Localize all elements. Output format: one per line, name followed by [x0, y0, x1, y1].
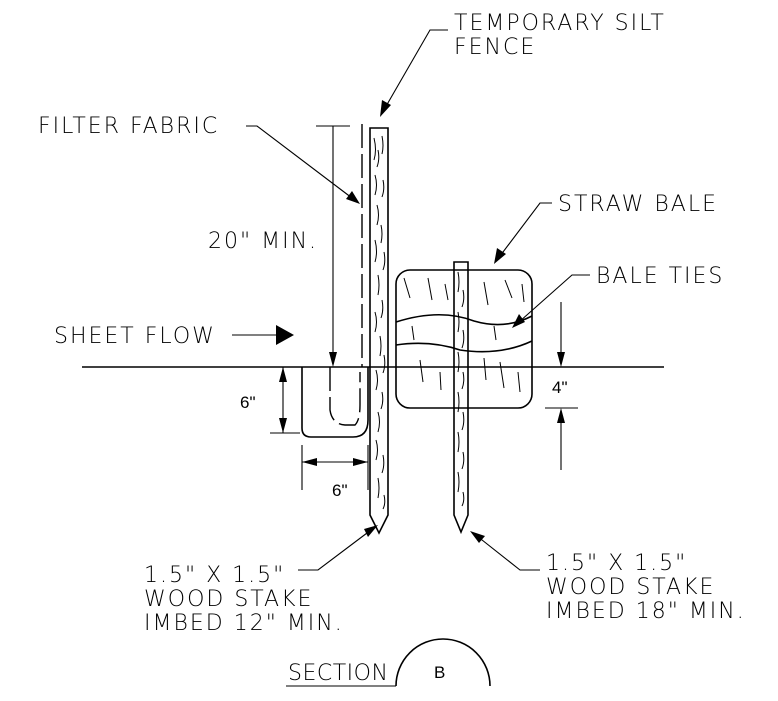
silt-fence-leader — [384, 29, 448, 109]
embed-arrow-down — [557, 352, 565, 367]
label-straw-bale: STRAW BALE — [558, 192, 718, 217]
straw-bale-leader-arrow — [494, 248, 506, 264]
straw-texture — [403, 277, 525, 393]
filter-fabric-leader-arrow — [346, 191, 360, 204]
label-trench-depth: 6" — [240, 393, 256, 412]
stake-right-leader-arrow — [470, 531, 485, 543]
label-silt-fence-line1: TEMPORARY SILT — [454, 11, 666, 36]
height-arrowhead — [329, 352, 337, 367]
bale-ties-leader-arrow — [512, 314, 525, 328]
depth-arrow-up — [279, 367, 287, 382]
bale-stake-right — [453, 261, 469, 535]
straw-bale-leader — [499, 202, 552, 257]
label-bale-embed: 4" — [552, 378, 568, 397]
label-stake-left-line2: WOOD STAKE — [144, 587, 313, 612]
bale-tie-lower — [395, 340, 533, 353]
width-arrow-left — [302, 458, 317, 466]
filter-fabric-leader — [246, 125, 353, 199]
label-stake-right-line3: IMBED 18" MIN. — [546, 599, 746, 624]
width-arrow-right — [353, 458, 368, 466]
straw-bale — [395, 269, 533, 409]
stake-right-leader — [476, 535, 540, 571]
label-stake-right-line1: 1.5" X 1.5" — [546, 551, 687, 576]
bale-tie-upper — [395, 313, 533, 326]
depth-arrow-down — [279, 418, 287, 433]
label-filter-fabric: FILTER FABRIC — [38, 114, 219, 139]
section-bubble — [395, 638, 491, 687]
label-silt-fence-line2: FENCE — [454, 35, 536, 60]
label-stake-left-line3: IMBED 12" MIN. — [144, 611, 344, 636]
embed-arrow-up — [557, 408, 565, 423]
label-bale-ties: BALE TIES — [596, 264, 724, 289]
label-height-min: 20" MIN. — [208, 229, 318, 254]
stake-left-leader — [298, 529, 372, 571]
label-section-id: B — [434, 663, 445, 682]
label-stake-left-line1: 1.5" X 1.5" — [144, 563, 285, 588]
label-stake-right-line2: WOOD STAKE — [546, 575, 715, 600]
stake-left-leader-arrow — [364, 525, 378, 537]
label-trench-width: 6" — [332, 481, 348, 500]
bale-ties-leader — [518, 274, 590, 323]
silt-fence-stake-left — [369, 127, 389, 535]
silt-fence-leader-arrow — [380, 100, 391, 117]
trench-fabric — [329, 367, 361, 426]
trench-outline — [301, 367, 369, 438]
label-section-word: SECTION — [288, 661, 388, 686]
sheet-flow-arrowhead — [276, 325, 294, 345]
label-sheet-flow: SHEET FLOW — [54, 324, 216, 349]
